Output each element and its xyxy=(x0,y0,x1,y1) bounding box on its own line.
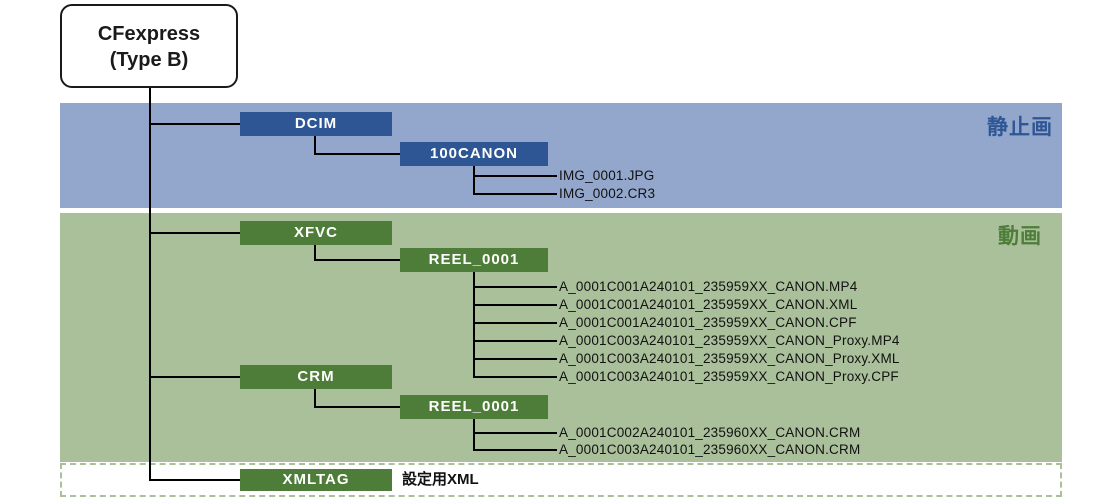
file-tick-line xyxy=(473,449,557,451)
folder-crm: CRM xyxy=(240,365,392,389)
xfvc-child-drop-line xyxy=(314,244,316,261)
file-tick-line xyxy=(473,340,557,342)
file-name: A_0001C001A240101_235959XX_CANON.MP4 xyxy=(559,279,858,294)
file-name: A_0001C001A240101_235959XX_CANON.XML xyxy=(559,297,858,312)
file-name: A_0001C003A240101_235959XX_CANON_Proxy.X… xyxy=(559,351,900,366)
file-tick-line xyxy=(473,175,557,177)
folder-xfvc: XFVC xyxy=(240,221,392,245)
branch-dcim-line xyxy=(149,123,241,125)
file-tick-line xyxy=(473,432,557,434)
file-tick-line xyxy=(473,304,557,306)
file-stem-line-canon100 xyxy=(473,166,475,195)
file-tick-line xyxy=(473,358,557,360)
folder-reel0001-crm: REEL_0001 xyxy=(400,395,548,419)
file-name: A_0001C003A240101_235959XX_CANON_Proxy.C… xyxy=(559,369,899,384)
file-tick-line xyxy=(473,286,557,288)
file-stem-line-reel_xfvc xyxy=(473,272,475,378)
file-stem-line-reel_crm xyxy=(473,419,475,451)
folder-xmltag: XMLTAG xyxy=(240,469,392,491)
file-tick-line xyxy=(473,376,557,378)
root-node-cfexpress: CFexpress (Type B) xyxy=(60,4,238,88)
stills-band: 静止画 xyxy=(60,103,1062,208)
dcim-child-elbow-line xyxy=(314,153,401,155)
file-name: IMG_0002.CR3 xyxy=(559,186,656,201)
stills-band-label: 静止画 xyxy=(987,116,1053,139)
crm-child-drop-line xyxy=(314,388,316,408)
root-node-line2: (Type B) xyxy=(109,49,189,71)
crm-child-elbow-line xyxy=(314,406,401,408)
file-name: A_0001C001A240101_235959XX_CANON.CPF xyxy=(559,315,857,330)
xmltag-note: 設定用XML xyxy=(402,471,479,488)
file-name: A_0001C003A240101_235960XX_CANON.CRM xyxy=(559,442,861,457)
folder-reel0001-xfvc: REEL_0001 xyxy=(400,248,548,272)
branch-xfvc-line xyxy=(149,232,241,234)
branch-xmltag-line xyxy=(149,479,241,481)
xfvc-child-elbow-line xyxy=(314,259,401,261)
movies-band-label: 動画 xyxy=(998,225,1042,248)
folder-dcim: DCIM xyxy=(240,112,392,136)
file-tick-line xyxy=(473,322,557,324)
dcim-child-drop-line xyxy=(314,135,316,155)
branch-crm-line xyxy=(149,376,241,378)
movies-band: 動画 xyxy=(60,213,1062,462)
file-name: A_0001C002A240101_235960XX_CANON.CRM xyxy=(559,425,861,440)
file-name: A_0001C003A240101_235959XX_CANON_Proxy.M… xyxy=(559,333,900,348)
trunk-line xyxy=(149,88,151,481)
file-name: IMG_0001.JPG xyxy=(559,168,655,183)
folder-100canon: 100CANON xyxy=(400,142,548,166)
root-node-line1: CFexpress xyxy=(97,23,201,45)
file-tick-line xyxy=(473,193,557,195)
